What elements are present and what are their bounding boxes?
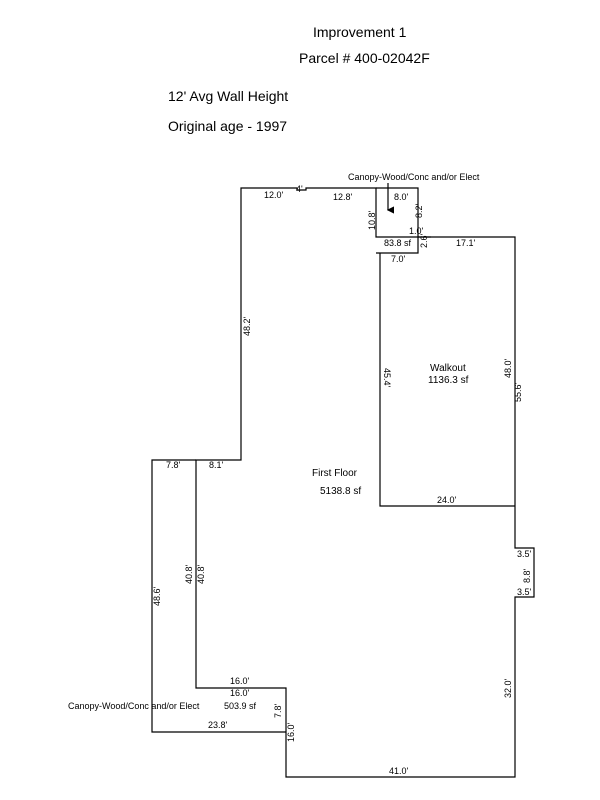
dim-48-2: 48.2'	[242, 316, 252, 336]
dim-12-8: 12.8'	[333, 192, 353, 202]
dim-8-1: 8.1'	[209, 460, 224, 470]
original-age-note: Original age - 1997	[168, 118, 288, 134]
dim-40-8-b: 40.8'	[196, 564, 206, 584]
dim-3-5-b: 3.5'	[517, 587, 532, 597]
first-floor-label: First Floor	[312, 468, 358, 479]
canopy-bottom-label: Canopy-Wood/Conc and/or Elect	[68, 701, 200, 711]
dim-3-5-a: 3.5'	[517, 549, 532, 559]
walkout-outline	[379, 253, 515, 507]
dim-45-4: 45.4'	[382, 368, 392, 388]
walkout-label: Walkout	[430, 363, 466, 374]
canopy-top-outline	[376, 187, 419, 254]
walkout-sf: 1136.3 sf	[428, 375, 469, 386]
canopy-bottom-outline	[151, 459, 286, 733]
wall-height-note: 12' Avg Wall Height	[168, 88, 289, 104]
dim-16-0-a: 16.0'	[230, 676, 250, 686]
dim-7-8-top: 7.8'	[166, 460, 181, 470]
dim-48-6: 48.6'	[152, 586, 162, 606]
canopy-top-sf: 83.8 sf	[384, 238, 412, 248]
dim-16-0-v: 16.0'	[286, 722, 296, 742]
canopy-bottom-sf: 503.9 sf	[224, 701, 257, 711]
dim-8-2: 8.2'	[414, 203, 424, 218]
dim-24-0: 24.0'	[437, 495, 457, 505]
first-floor-outline	[195, 187, 535, 778]
dim-4: 4'	[296, 184, 303, 194]
dim-7-8-right: 7.8'	[273, 703, 283, 718]
dim-7-0: 7.0'	[391, 254, 406, 264]
dim-55-6: 55.6'	[513, 382, 523, 402]
dim-8-0: 8.0'	[394, 192, 409, 202]
dim-2-6: 2.6'	[419, 233, 429, 248]
dim-8-8: 8.8'	[522, 568, 532, 583]
dim-23-8: 23.8'	[208, 720, 228, 730]
dim-40-8-a: 40.8'	[184, 564, 194, 584]
canopy-top-label: Canopy-Wood/Conc and/or Elect	[348, 172, 480, 182]
dim-1-0: 1.0'	[409, 226, 424, 236]
parcel-number: Parcel # 400-02042F	[299, 50, 430, 66]
first-floor-sf: 5138.8 sf	[320, 486, 361, 497]
dim-41-0: 41.0'	[389, 766, 409, 776]
dim-10-8: 10.8'	[367, 210, 377, 230]
improvement-title: Improvement 1	[313, 24, 407, 40]
dim-12-0: 12.0'	[264, 190, 284, 200]
dim-17-1: 17.1'	[456, 238, 476, 248]
dim-48-0: 48.0'	[503, 358, 513, 378]
dim-32-0: 32.0'	[503, 678, 513, 698]
dim-16-0-b: 16.0'	[230, 688, 250, 698]
